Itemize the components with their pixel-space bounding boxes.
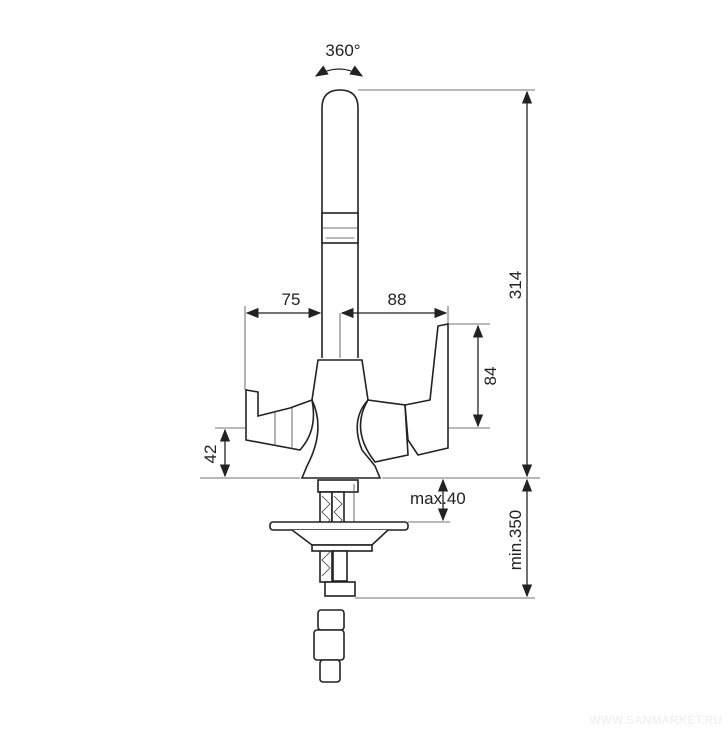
- spout: [321, 89, 359, 358]
- faucet-body: [245, 323, 449, 479]
- dimension-min350-label: min.350: [506, 510, 525, 570]
- watermark: WWW.SANMARKET.RU: [589, 713, 722, 727]
- dimension-314-label: 314: [506, 271, 525, 299]
- rotation-label: 360°: [325, 41, 360, 60]
- dimension-84-label: 84: [481, 367, 500, 386]
- rotation-arrow-icon: [314, 65, 364, 77]
- mounting-assembly: [269, 479, 409, 683]
- dimension-max40-label: max.40: [410, 489, 466, 508]
- dimension-88-label: 88: [388, 290, 407, 309]
- dimension-42-label: 42: [201, 445, 220, 464]
- dimension-75-label: 75: [282, 290, 301, 309]
